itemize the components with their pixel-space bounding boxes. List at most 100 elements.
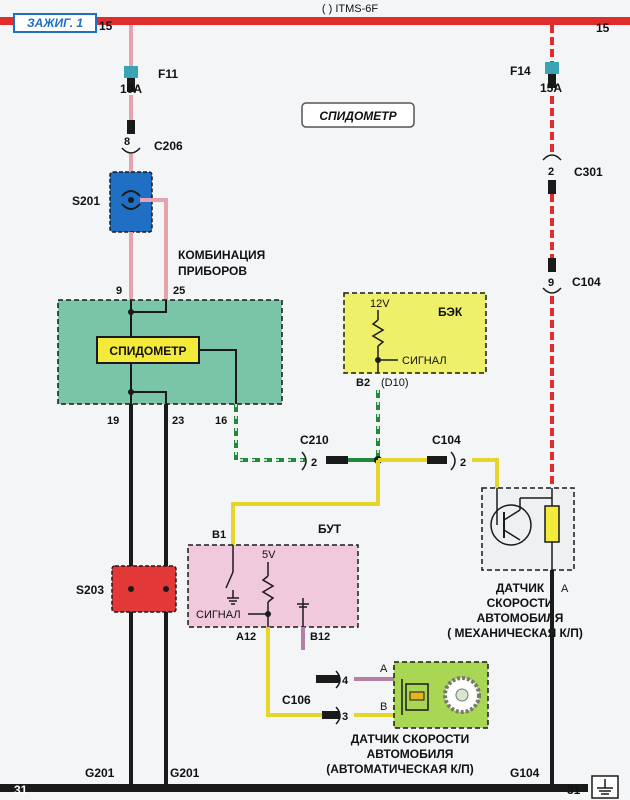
title-badge-box (301, 102, 415, 128)
c106-b-plug (322, 711, 340, 719)
c106-a-plug (316, 675, 340, 683)
ecu-signal: СИГНАЛ (402, 355, 447, 367)
c301-plug (548, 180, 556, 194)
fuse-f11 (124, 66, 138, 78)
c210-symbol (301, 451, 307, 471)
power-bus-15 (0, 17, 630, 25)
sensor-manual-line4: ( МЕХАНИЧЕСКАЯ К/П) (447, 626, 583, 640)
sensor-auto-wheel-hub (455, 688, 469, 702)
sensor-manual-element (544, 505, 560, 543)
wire-green-16 (234, 404, 305, 462)
c104-top-symbol (542, 287, 562, 294)
c104-top-plug (548, 258, 556, 272)
ground-g201-a: G201 (85, 766, 115, 780)
bus-left-number: 15 (99, 19, 113, 33)
s201-dot (128, 197, 134, 203)
ground-right-number: 31 (567, 783, 581, 797)
c106-pin-a: 4 (342, 675, 349, 687)
c301-symbol (542, 154, 562, 161)
ecu-name: БЭК (438, 305, 463, 319)
cluster-pin-23: 23 (172, 415, 184, 427)
cluster-internal-16 (199, 349, 237, 404)
transistor-emitter (503, 529, 521, 541)
c104-mid-pin: 2 (460, 457, 466, 469)
sensor-manual-line1: ДАТЧИК (496, 581, 545, 595)
sensor-manual-line2: СКОРОСТИ (487, 596, 554, 610)
fuse-f14 (545, 62, 559, 74)
sensor-manual-pin-a: A (561, 583, 569, 595)
cluster-internal-23 (131, 391, 167, 404)
c206-pin: 8 (124, 136, 130, 148)
c206-plug (127, 120, 135, 134)
wire-green-16-stripe (235, 404, 305, 461)
c206-name: C206 (154, 139, 183, 153)
fuse-f14-name: F14 (510, 64, 531, 78)
c106-pin-b: 3 (342, 711, 348, 723)
sensor-manual-transistor (490, 504, 532, 546)
ignition-label: ЗАЖИГ. 1 (27, 16, 83, 30)
wire-s201-pin25 (140, 198, 168, 300)
wire-yellow-tcm (231, 460, 380, 545)
sensor-manual-box (481, 487, 575, 571)
cluster-internal-25 (131, 300, 167, 313)
c106-name: C106 (282, 693, 311, 707)
c210-plug (326, 456, 348, 464)
cluster-title-1: КОМБИНАЦИЯ (178, 248, 265, 262)
splice-s203 (111, 565, 177, 613)
c106-a-symbol (335, 670, 341, 689)
sensor-auto-pin-a: A (380, 663, 388, 675)
c106-b-symbol (335, 706, 341, 725)
tcm-voltage: 5V (262, 549, 276, 561)
sensor-auto-pin-b: B (380, 701, 387, 713)
bus-right-number: 15 (596, 21, 610, 35)
sensor-auto-line2: АВТОМОБИЛЯ (367, 747, 454, 761)
cluster-pin-19: 19 (107, 415, 119, 427)
ground-g104: G104 (510, 766, 540, 780)
c210-pin: 2 (311, 457, 317, 469)
cluster-node-bottom (128, 389, 134, 395)
title-badge: СПИДОМЕТР (319, 109, 397, 123)
ecu-pin-alt: (D10) (381, 377, 409, 389)
cluster-pin-9: 9 (116, 285, 122, 297)
speedometer-label: СПИДОМЕТР (109, 344, 186, 358)
splice-s201-label: S201 (72, 194, 100, 208)
s203-dot-left (128, 586, 134, 592)
ground-left-number: 31 (14, 783, 28, 797)
c301-name: C301 (574, 165, 603, 179)
cluster-pin-25: 25 (173, 285, 185, 297)
ecu-module (343, 292, 487, 374)
splice-s203-label: S203 (76, 583, 104, 597)
ground-bus-31 (0, 784, 588, 792)
sensor-auto-line1: ДАТЧИК СКОРОСТИ (351, 732, 470, 746)
c210-name: C210 (300, 433, 329, 447)
c104-mid-plug (427, 456, 447, 464)
s201-arc-top (121, 190, 141, 197)
s203-dot-right (163, 586, 169, 592)
wire-yellow-sensor (472, 458, 499, 490)
sensor-manual-line3: АВТОМОБИЛЯ (477, 611, 564, 625)
tcm-resistor (261, 575, 275, 603)
fuse-f14-body (548, 74, 556, 88)
fuse-f14-rating: 15A (540, 81, 562, 95)
s201-arc-bottom (121, 203, 141, 210)
cluster-node-top (128, 309, 134, 315)
transistor-collector (503, 509, 521, 521)
ground-g201-b: G201 (170, 766, 200, 780)
c104-mid-name: C104 (432, 433, 461, 447)
ignition-label-box (13, 13, 97, 33)
tcm-pin-b12: B12 (310, 631, 330, 643)
cluster-title-2: ПРИБОРОВ (178, 264, 247, 278)
ecu-resistor (371, 319, 385, 347)
sensor-auto-line3: (АВТОМАТИЧЕСКАЯ К/П) (326, 762, 474, 776)
c104-top-name: C104 (572, 275, 601, 289)
fuse-f11-body (127, 78, 135, 92)
tcm-pin-a12: A12 (236, 631, 256, 643)
cluster-pin-16: 16 (215, 415, 227, 427)
c104-top-pin: 9 (548, 277, 554, 289)
fuse-f11-rating: 10A (120, 82, 142, 96)
sensor-auto-magnet (409, 691, 425, 701)
ecu-voltage: 12V (370, 298, 390, 310)
c206-symbol (121, 147, 141, 154)
ecu-pin: B2 (356, 377, 370, 389)
